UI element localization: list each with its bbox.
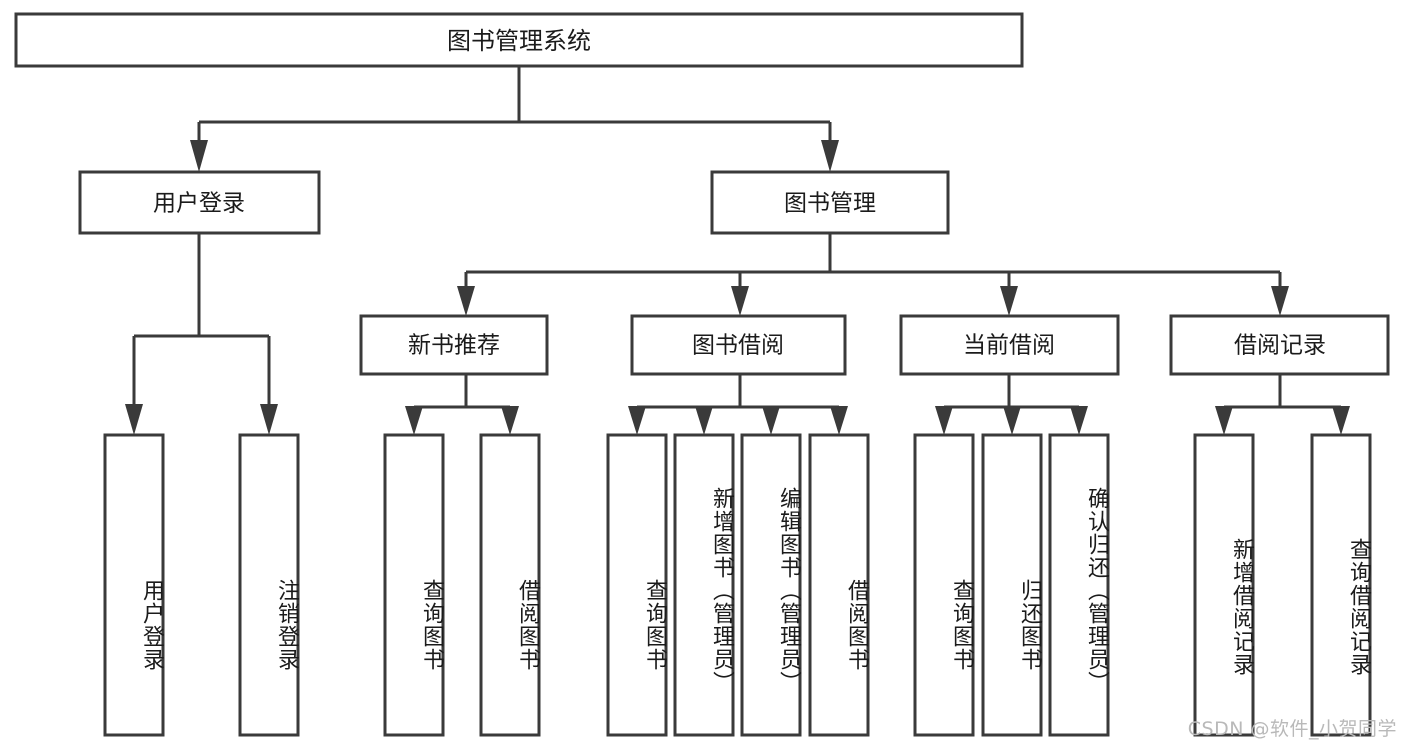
- arrow-head-book-borrow: [731, 286, 749, 316]
- node-box-leaf-user-login[interactable]: [103, 433, 165, 737]
- node-box-leaf-add-record[interactable]: [1193, 433, 1255, 737]
- connector-group-user-login: [125, 233, 278, 435]
- node-box-leaf-borrow-book-1[interactable]: [479, 433, 541, 737]
- node-label-current-borrow: 当前借阅: [963, 333, 1055, 359]
- arrow-head-leaf-confirm-return: [1070, 406, 1088, 435]
- node-box-leaf-query-book-1[interactable]: [383, 433, 445, 737]
- arrow-head-leaf-query-book-2: [628, 406, 646, 435]
- connector-group-book-borrow: [628, 374, 848, 435]
- arrow-head-leaf-add-record: [1215, 406, 1233, 435]
- node-box-leaf-return-book[interactable]: [981, 433, 1043, 737]
- arrow-head-leaf-return-book: [1003, 406, 1021, 435]
- node-label-book-manage: 图书管理: [784, 191, 876, 217]
- node-book-borrow[interactable]: 图书借阅: [630, 314, 847, 376]
- node-box-leaf-query-book-3[interactable]: [913, 433, 975, 737]
- arrow-head-new-book-recommend: [457, 286, 475, 316]
- node-box-borrow-record[interactable]: [1169, 314, 1390, 376]
- arrow-head-leaf-query-book-1: [405, 406, 423, 435]
- node-book-manage[interactable]: 图书管理: [710, 170, 950, 235]
- arrow-head-leaf-user-login: [125, 404, 143, 435]
- arrow-head-current-borrow: [1000, 286, 1018, 316]
- arrow-head-leaf-logout-login: [260, 404, 278, 435]
- arrow-head-leaf-add-book: [695, 406, 713, 435]
- node-box-leaf-borrow-book-2[interactable]: [808, 433, 870, 737]
- node-user-login[interactable]: 用户登录: [78, 170, 321, 235]
- arrow-head-leaf-edit-book: [762, 406, 780, 435]
- connector-group-current-borrow: [935, 374, 1088, 435]
- node-label-user-login: 用户登录: [153, 191, 245, 217]
- node-box-user-login[interactable]: [78, 170, 321, 235]
- node-box-new-book-recommend[interactable]: [359, 314, 549, 376]
- arrow-head-borrow-record: [1271, 286, 1289, 316]
- connector-group-new-book-recommend: [405, 374, 519, 435]
- node-label-title: 图书管理系统: [447, 27, 591, 55]
- watermark-text: CSDN @软件_小贺同学: [1187, 718, 1397, 740]
- node-box-leaf-logout-login[interactable]: [238, 433, 300, 737]
- node-box-leaf-confirm-return[interactable]: [1048, 433, 1110, 737]
- node-box-leaf-edit-book[interactable]: [740, 433, 802, 737]
- node-box-leaf-query-book-2[interactable]: [606, 433, 668, 737]
- node-box-leaf-add-book[interactable]: [673, 433, 735, 737]
- arrow-head-leaf-borrow-book-1: [501, 406, 519, 435]
- node-box-title[interactable]: [14, 12, 1024, 68]
- arrow-head-user-login: [190, 140, 208, 172]
- node-label-borrow-record: 借阅记录: [1234, 333, 1326, 359]
- node-borrow-record[interactable]: 借阅记录: [1169, 314, 1390, 376]
- node-box-leaf-query-record[interactable]: [1310, 433, 1372, 737]
- arrow-head-leaf-query-book-3: [935, 406, 953, 435]
- connector-group-borrow-record: [1215, 374, 1350, 435]
- node-title-root[interactable]: 图书管理系统: [14, 12, 1024, 68]
- node-label-book-borrow: 图书借阅: [692, 333, 784, 359]
- node-label-new-book-recommend: 新书推荐: [408, 333, 500, 359]
- arrow-head-book-manage: [821, 140, 839, 172]
- connector-group-root: [190, 66, 839, 172]
- node-box-book-manage[interactable]: [710, 170, 950, 235]
- node-box-book-borrow[interactable]: [630, 314, 847, 376]
- connector-group-book-manage: [457, 233, 1289, 316]
- node-box-current-borrow[interactable]: [899, 314, 1120, 376]
- arrow-head-leaf-query-record: [1332, 406, 1350, 435]
- node-new-book-recommend[interactable]: 新书推荐: [359, 314, 549, 376]
- arrow-head-leaf-borrow-book-2: [830, 406, 848, 435]
- node-current-borrow[interactable]: 当前借阅: [899, 314, 1120, 376]
